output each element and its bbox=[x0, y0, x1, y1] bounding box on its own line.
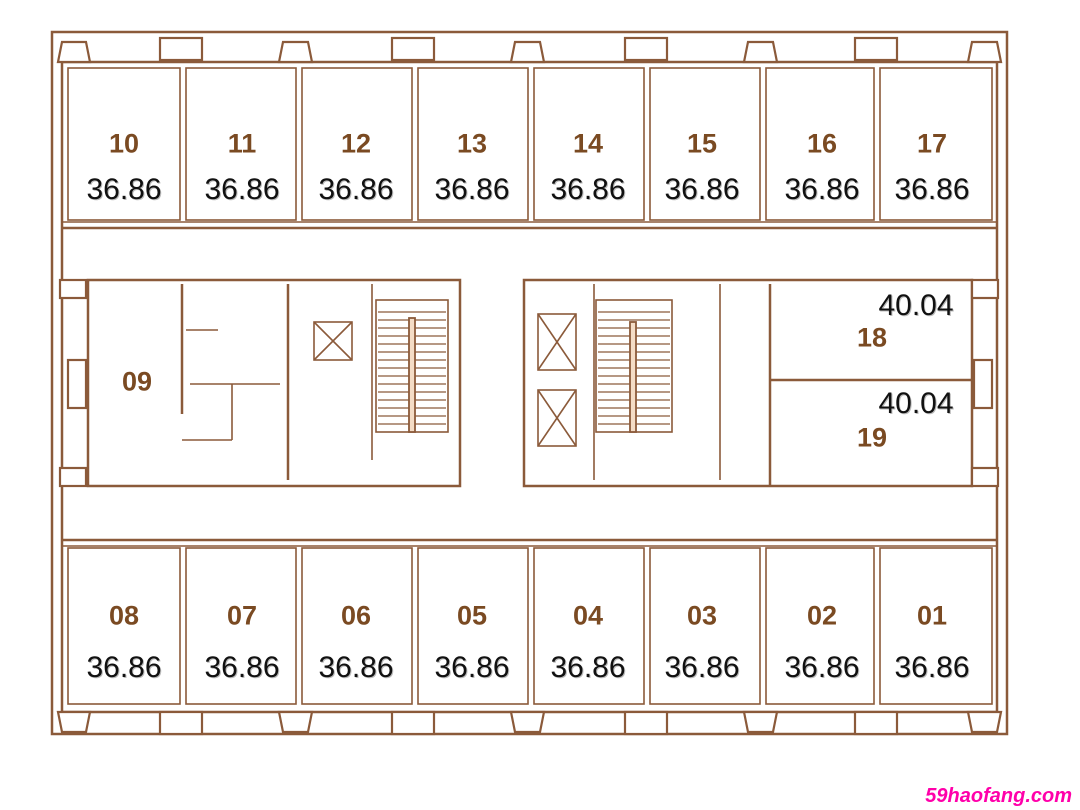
room-number: 15 bbox=[686, 128, 718, 159]
room-area: 36.86 bbox=[434, 651, 510, 684]
room-area: 36.86 bbox=[86, 651, 162, 684]
room-area: 36.86 bbox=[784, 651, 860, 684]
bottom-row-walls bbox=[62, 538, 997, 705]
room-area: 36.86 bbox=[894, 173, 970, 206]
top-row-walls bbox=[62, 67, 997, 230]
room-number: 06 bbox=[340, 600, 372, 631]
room-area: 36.86 bbox=[204, 173, 280, 206]
room-area: 36.86 bbox=[550, 173, 626, 206]
room-area: 36.86 bbox=[434, 173, 510, 206]
watermark: 59haofang.com bbox=[925, 785, 1072, 807]
room-number: 16 bbox=[806, 128, 838, 159]
room-area: 40.04 bbox=[878, 289, 954, 322]
room-number: 07 bbox=[226, 600, 258, 631]
room-area: 36.86 bbox=[86, 173, 162, 206]
stairs bbox=[375, 299, 673, 433]
room-area: 36.86 bbox=[664, 651, 740, 684]
room-area: 36.86 bbox=[204, 651, 280, 684]
side-bays bbox=[58, 278, 1000, 488]
elevators bbox=[313, 313, 577, 447]
room-area: 36.86 bbox=[664, 173, 740, 206]
room-number: 09 bbox=[121, 366, 153, 397]
room-area: 36.86 bbox=[318, 173, 394, 206]
room-area: 36.86 bbox=[318, 651, 394, 684]
room-number: 18 bbox=[856, 322, 888, 353]
bottom-facade bbox=[56, 710, 1003, 736]
room-number: 10 bbox=[108, 128, 140, 159]
room-number: 02 bbox=[806, 600, 838, 631]
top-facade bbox=[56, 36, 1003, 64]
room-area: 36.86 bbox=[894, 651, 970, 684]
room-number: 01 bbox=[916, 600, 948, 631]
room-number: 19 bbox=[856, 422, 888, 453]
room-number: 04 bbox=[572, 600, 604, 631]
room-number: 05 bbox=[456, 600, 488, 631]
room-number: 13 bbox=[456, 128, 488, 159]
room-number: 11 bbox=[227, 128, 257, 159]
room-area: 36.86 bbox=[784, 173, 860, 206]
room-number: 03 bbox=[686, 600, 718, 631]
room-area: 36.86 bbox=[550, 651, 626, 684]
outer-walls bbox=[50, 30, 1009, 736]
room-number: 14 bbox=[572, 128, 604, 159]
room-number: 17 bbox=[916, 128, 948, 159]
middle-walls bbox=[86, 278, 974, 488]
room-area: 40.04 bbox=[878, 387, 954, 420]
room-number: 12 bbox=[340, 128, 372, 159]
room-number: 08 bbox=[108, 600, 140, 631]
